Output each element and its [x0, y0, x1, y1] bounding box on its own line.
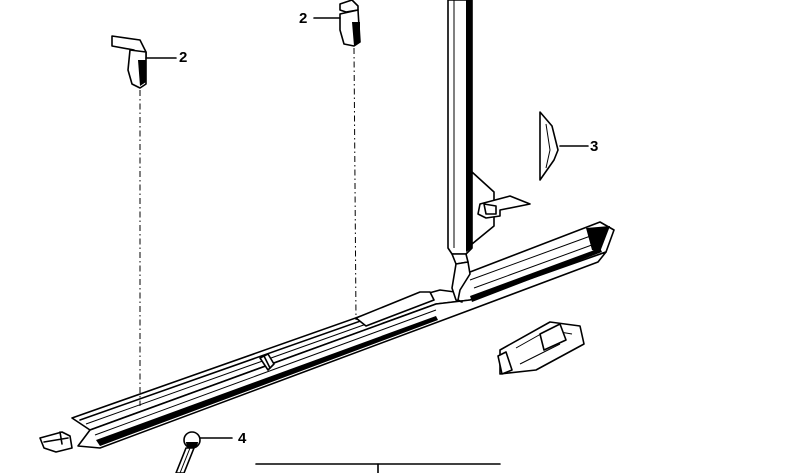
clip-left-part: [111, 35, 177, 406]
clip-top-part: [313, 0, 361, 321]
vertical-door-strip: [447, 0, 531, 303]
end-cap-part: [539, 111, 589, 181]
callout-number-clip-top: 2: [299, 10, 308, 27]
bottom-frame: [255, 463, 501, 473]
callout-number-pin: 4: [238, 430, 247, 447]
dash-line-clip-top: [353, 47, 357, 321]
callout-number-clip-left: 2: [179, 49, 188, 66]
callout-number-cap: 3: [590, 138, 599, 155]
pin-part: [175, 431, 233, 473]
sill-trim-strip: [39, 221, 615, 453]
loose-clip: [497, 321, 585, 375]
